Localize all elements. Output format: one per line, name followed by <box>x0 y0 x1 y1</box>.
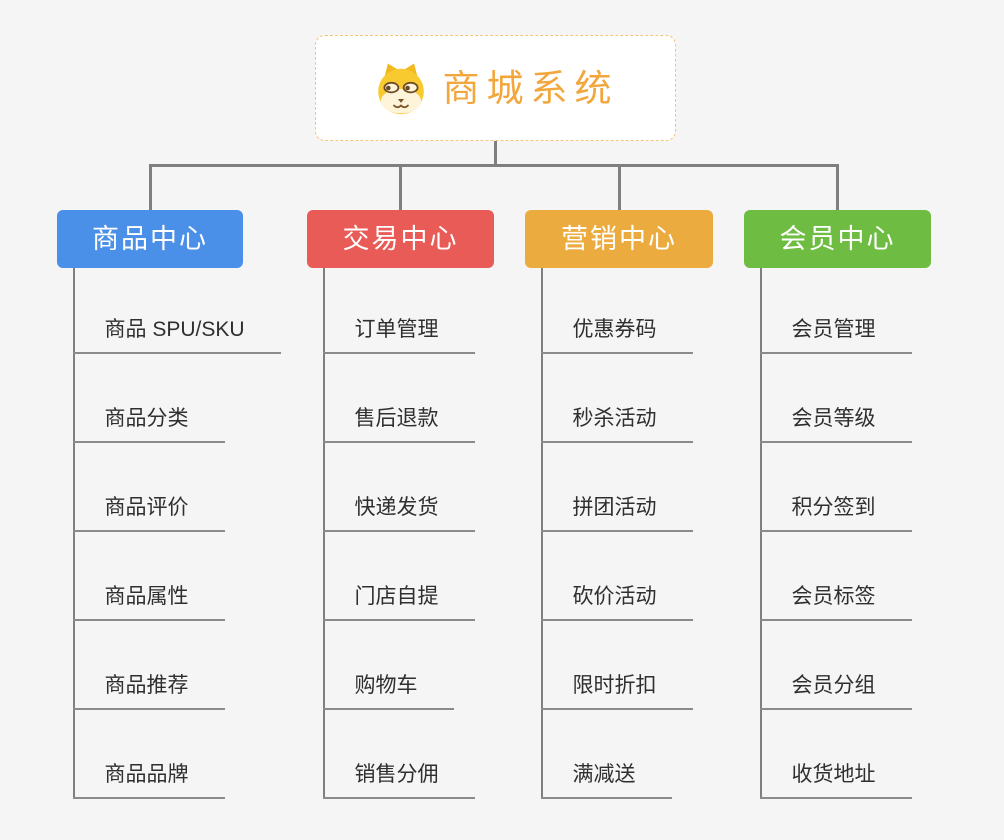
dog-face-icon <box>377 63 424 115</box>
branch-topic[interactable]: 会员中心 <box>744 210 931 268</box>
subtopic-label: 购物车 <box>354 673 418 697</box>
subtopic[interactable]: 销售分佣 <box>322 710 475 799</box>
subtopic[interactable]: 优惠券码 <box>540 265 693 354</box>
branch-topic[interactable]: 商品中心 <box>57 210 243 268</box>
subtopic-label: 限时折扣 <box>572 673 657 697</box>
subtopic-label: 销售分佣 <box>354 762 439 786</box>
root-topic-label: 商城系统 <box>442 67 619 109</box>
branch-children: 商品 SPU/SKU 商品分类商品评价商品属性商品推荐商品品牌 <box>72 265 281 799</box>
branch-topic-label: 交易中心 <box>342 223 459 254</box>
branch-stem-line <box>759 268 762 799</box>
subtopic-label: 门店自提 <box>354 584 439 608</box>
branch-children: 订单管理售后退款快递发货门店自提购物车销售分佣 <box>322 265 475 799</box>
subtopic[interactable]: 商品属性 <box>72 532 225 621</box>
branch-stem-line <box>72 268 75 799</box>
branch-drop-line <box>399 164 402 210</box>
subtopic-label: 快递发货 <box>354 495 439 519</box>
subtopic-label: 满减送 <box>572 762 636 786</box>
subtopic-label: 售后退款 <box>354 406 439 430</box>
branch-drop-line <box>617 164 621 210</box>
subtopic-label: 收货地址 <box>791 762 876 786</box>
root-connector-line <box>494 141 497 167</box>
subtopic[interactable]: 拼团活动 <box>540 443 693 532</box>
subtopic-label: 商品分类 <box>104 406 189 430</box>
subtopic[interactable]: 满减送 <box>540 710 672 799</box>
branch-topic[interactable]: 交易中心 <box>307 210 494 268</box>
subtopic[interactable]: 购物车 <box>322 621 454 710</box>
subtopic-label: 商品评价 <box>104 495 189 519</box>
subtopic[interactable]: 商品推荐 <box>72 621 225 710</box>
branch-children: 会员管理会员等级积分签到会员标签会员分组收货地址 <box>759 265 912 799</box>
subtopic-label: 商品属性 <box>104 584 189 608</box>
subtopic-label: 会员等级 <box>791 406 876 430</box>
subtopic-label: 拼团活动 <box>572 495 657 519</box>
subtopic-label: 商品品牌 <box>104 762 189 786</box>
subtopic[interactable]: 会员分组 <box>759 621 912 710</box>
subtopic[interactable]: 售后退款 <box>322 354 475 443</box>
subtopic-label: 砍价活动 <box>572 584 657 608</box>
subtopic[interactable]: 会员管理 <box>759 265 912 354</box>
subtopic[interactable]: 订单管理 <box>322 265 475 354</box>
branch-drop-line <box>836 164 839 210</box>
root-topic[interactable]: 商城系统 <box>315 35 676 141</box>
branch-topic-label: 营销中心 <box>561 223 677 254</box>
subtopic[interactable]: 商品评价 <box>72 443 225 532</box>
subtopic-label: 积分签到 <box>791 495 876 519</box>
subtopic-label: 商品推荐 <box>104 673 189 697</box>
subtopic-label: 优惠券码 <box>572 317 657 341</box>
branch-stem-line <box>322 268 325 799</box>
branch-rail-line <box>148 164 839 167</box>
subtopic[interactable]: 快递发货 <box>322 443 475 532</box>
branch-topic[interactable]: 营销中心 <box>525 210 713 268</box>
subtopic-label: 订单管理 <box>354 317 439 341</box>
branch-drop-line <box>148 164 152 210</box>
subtopic[interactable]: 商品品牌 <box>72 710 225 799</box>
branch-topic-label: 会员中心 <box>779 223 896 254</box>
subtopic[interactable]: 秒杀活动 <box>540 354 693 443</box>
subtopic-label: 会员标签 <box>791 584 876 608</box>
branch-stem-line <box>540 268 543 799</box>
subtopic-label: 秒杀活动 <box>572 406 657 430</box>
subtopic[interactable]: 收货地址 <box>759 710 912 799</box>
subtopic-label: 商品 SPU/SKU <box>104 317 245 341</box>
branch-children: 优惠券码秒杀活动拼团活动砍价活动限时折扣满减送 <box>540 265 693 799</box>
subtopic[interactable]: 限时折扣 <box>540 621 693 710</box>
subtopic[interactable]: 商品 SPU/SKU <box>72 265 281 354</box>
subtopic[interactable]: 积分签到 <box>759 443 912 532</box>
branch-topic-label: 商品中心 <box>92 223 208 254</box>
subtopic[interactable]: 商品分类 <box>72 354 225 443</box>
subtopic[interactable]: 砍价活动 <box>540 532 693 621</box>
subtopic-label: 会员分组 <box>791 673 876 697</box>
subtopic[interactable]: 会员等级 <box>759 354 912 443</box>
subtopic-label: 会员管理 <box>791 317 876 341</box>
subtopic[interactable]: 会员标签 <box>759 532 912 621</box>
subtopic[interactable]: 门店自提 <box>322 532 475 621</box>
